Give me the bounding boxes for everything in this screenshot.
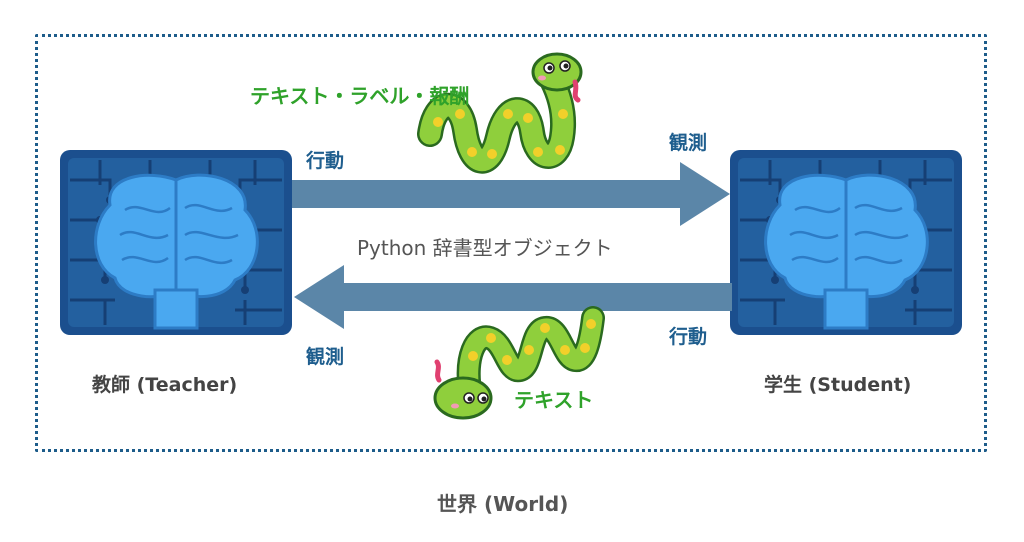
snake-bottom-icon	[433, 306, 605, 420]
teacher-brain-icon	[60, 150, 292, 335]
top-arrow	[292, 162, 730, 226]
bottom-arrow	[294, 265, 732, 329]
bottom-payload-label: テキスト	[514, 388, 594, 412]
center-label: Python 辞書型オブジェクト	[357, 236, 613, 260]
student-brain-icon	[730, 150, 962, 335]
bottom-action-label: 行動	[669, 326, 708, 348]
world-label: 世界 (World)	[437, 492, 569, 516]
world-boundary	[35, 34, 987, 452]
top-observation-label: 観測	[669, 132, 708, 154]
teacher-label: 教師 (Teacher)	[92, 374, 238, 396]
snake-top-icon	[417, 52, 583, 174]
top-action-label: 行動	[306, 150, 345, 172]
bottom-observation-label: 観測	[306, 346, 345, 368]
student-label: 学生 (Student)	[764, 374, 912, 396]
top-payload-label: テキスト・ラベル・報酬	[250, 84, 470, 108]
